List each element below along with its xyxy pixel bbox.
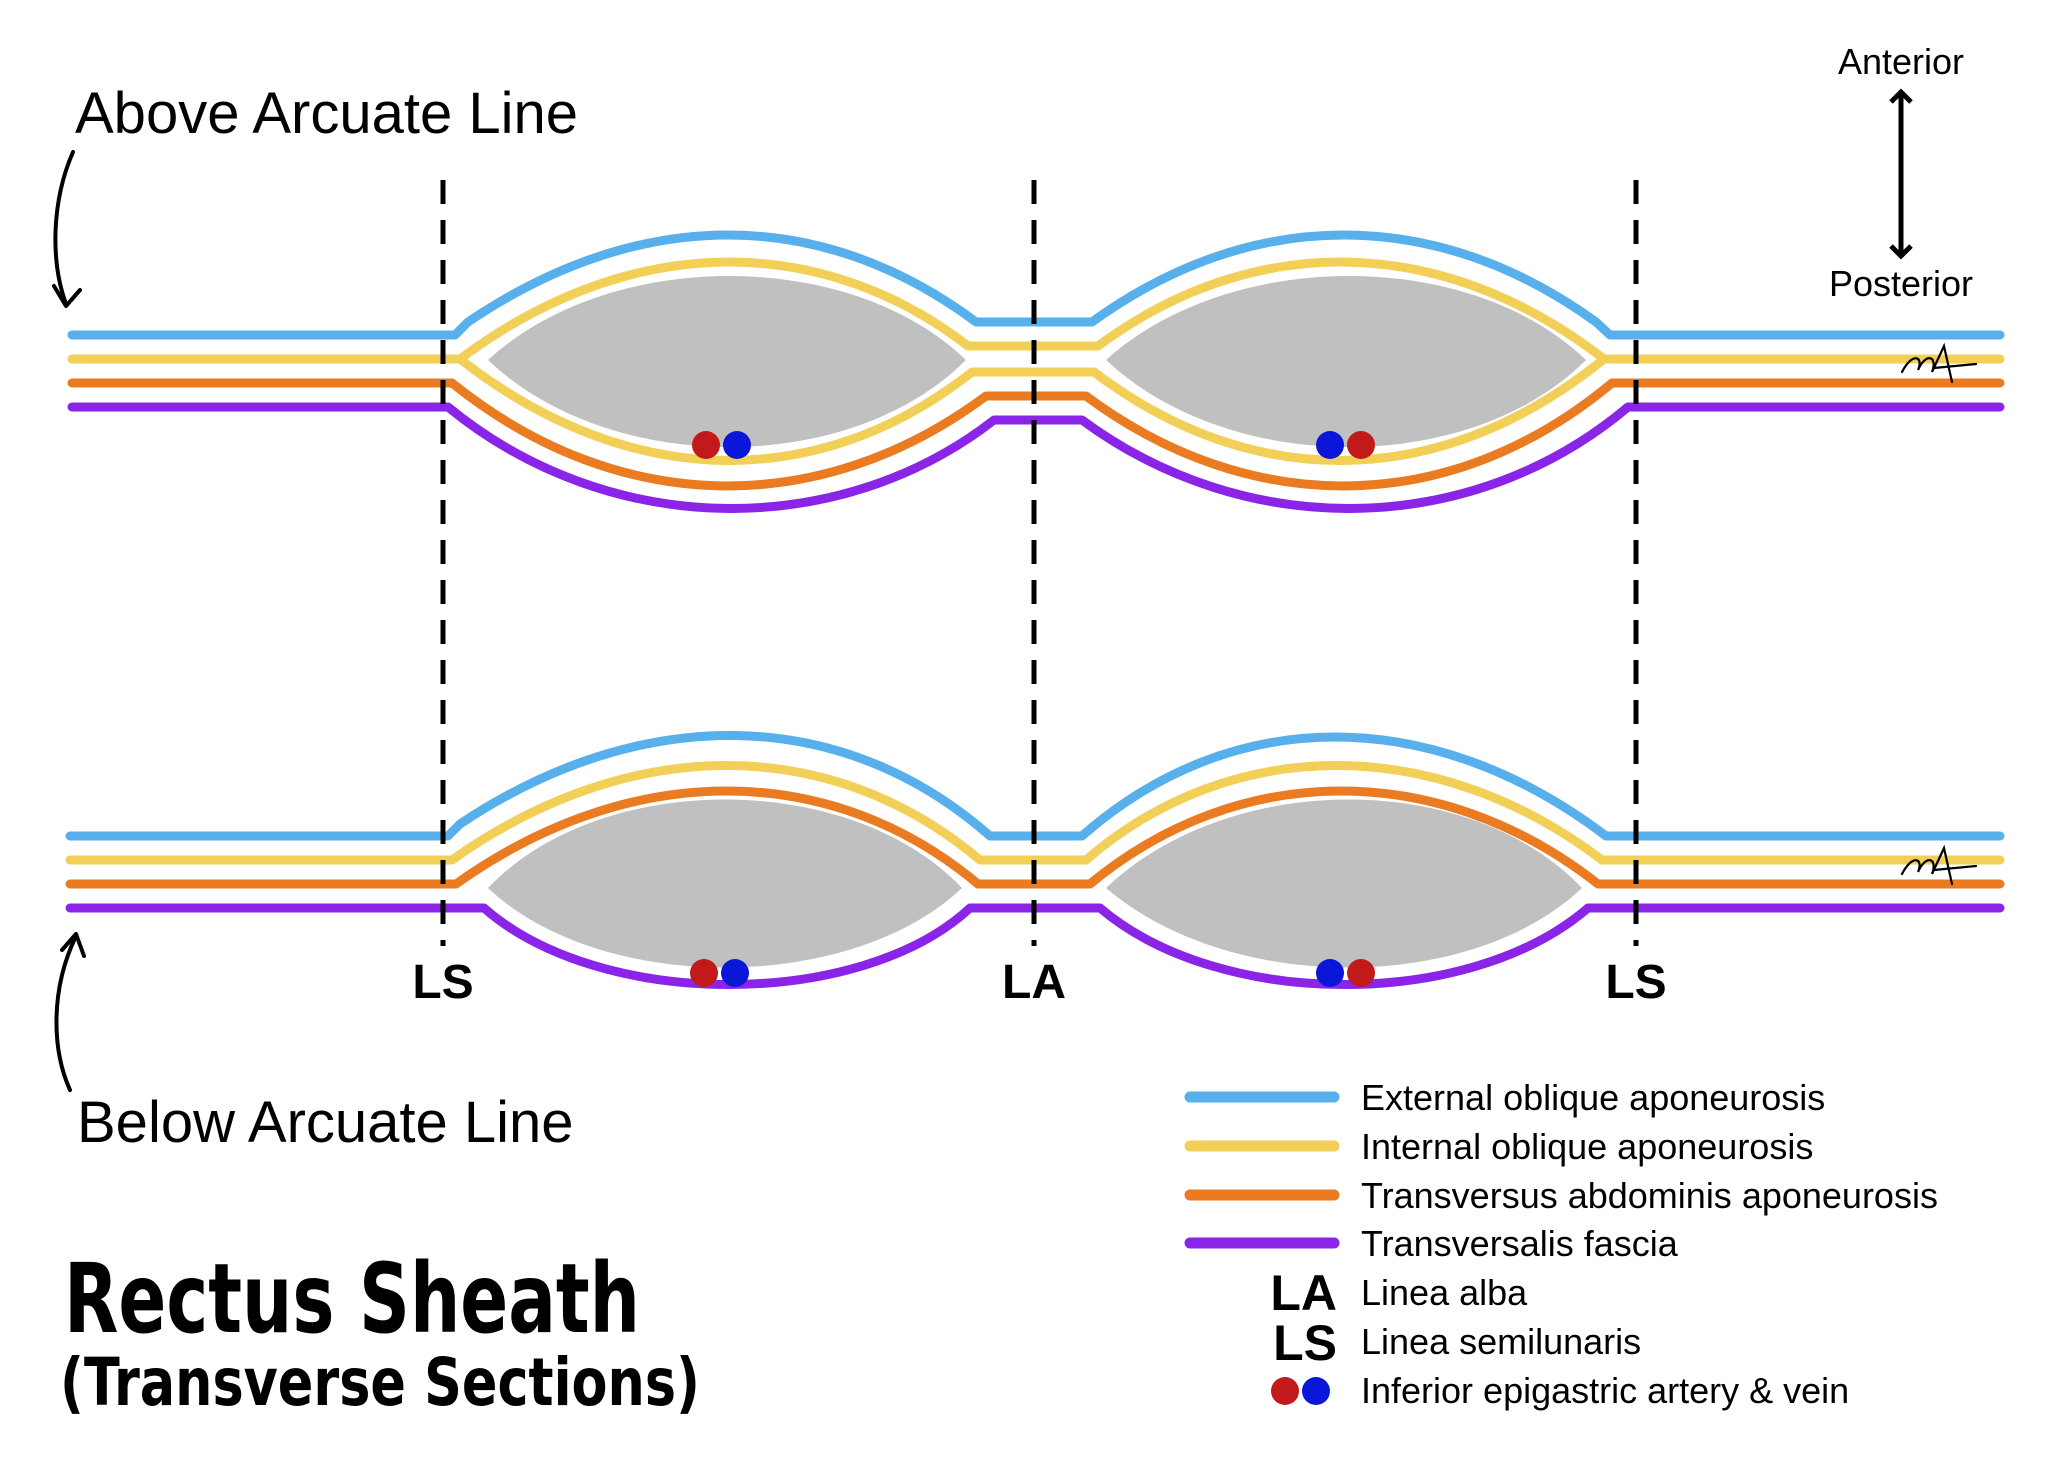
- artery-dot-left-below: [690, 959, 718, 987]
- signature-mark-below: [1900, 844, 1978, 886]
- internal-oblique-below: [65, 761, 2005, 865]
- legend-vein-dot: [1302, 1377, 1330, 1405]
- artery-dot-left-above: [692, 431, 720, 459]
- above-arcuate-pointer-arrow: [53, 150, 75, 306]
- legend-label-linea-alba: Linea alba: [1361, 1272, 1528, 1313]
- below-arcuate-pointer-arrow: [54, 934, 78, 1092]
- internal-oblique-posterior-above: [455, 354, 1609, 465]
- artery-dot-right-above: [1347, 431, 1375, 459]
- below-arcuate-pointer-head: [60, 932, 86, 958]
- signature-mark-above: MA: [1900, 342, 2012, 401]
- legend-label-transversus: Transversus abdominis aponeurosis: [1361, 1175, 1938, 1216]
- rectus-muscle-right-above: [1106, 276, 1586, 447]
- signature-text-above: MA: [2010, 398, 2012, 401]
- legend-key-ls: LS: [1273, 1315, 1337, 1371]
- external-oblique-below: [65, 730, 2005, 841]
- legend-label-epigastric-vessels: Inferior epigastric artery & vein: [1361, 1370, 1849, 1411]
- transversalis-fascia-above: [67, 402, 2005, 513]
- rectus-muscle-left-above: [488, 276, 966, 447]
- artery-dot-right-below: [1347, 959, 1375, 987]
- legend-label-linea-semilunaris: Linea semilunaris: [1361, 1321, 1641, 1362]
- vein-dot-left-above: [723, 431, 751, 459]
- ls-left-label: LS: [412, 956, 473, 1009]
- above-arcuate-label: Above Arcuate Line: [75, 81, 578, 146]
- vein-dot-left-below: [721, 959, 749, 987]
- above-arcuate-section: [67, 230, 2005, 513]
- anterior-label: Anterior: [1838, 41, 1964, 82]
- above-arcuate-pointer-head: [52, 284, 82, 308]
- below-arcuate-label: Below Arcuate Line: [77, 1090, 574, 1155]
- legend-label-internal-oblique: Internal oblique aponeurosis: [1361, 1126, 1813, 1167]
- legend-label-external-oblique: External oblique aponeurosis: [1361, 1077, 1825, 1118]
- la-label: LA: [1002, 956, 1066, 1009]
- rectus-muscle-right-below: [1106, 799, 1582, 968]
- vein-dot-right-below: [1316, 959, 1344, 987]
- vein-dot-right-above: [1316, 431, 1344, 459]
- legend-key-la: LA: [1270, 1265, 1337, 1321]
- legend-artery-dot: [1271, 1377, 1299, 1405]
- legend-label-transversalis: Transversalis fascia: [1361, 1223, 1679, 1264]
- rectus-muscle-left-below: [488, 799, 962, 968]
- legend: External oblique aponeurosis Internal ob…: [1184, 1077, 1938, 1411]
- diagram-subtitle: (Transverse Sections): [60, 1344, 700, 1421]
- ls-right-label: LS: [1605, 956, 1666, 1009]
- posterior-label: Posterior: [1829, 263, 1973, 304]
- diagram-title: Rectus Sheath: [64, 1243, 640, 1355]
